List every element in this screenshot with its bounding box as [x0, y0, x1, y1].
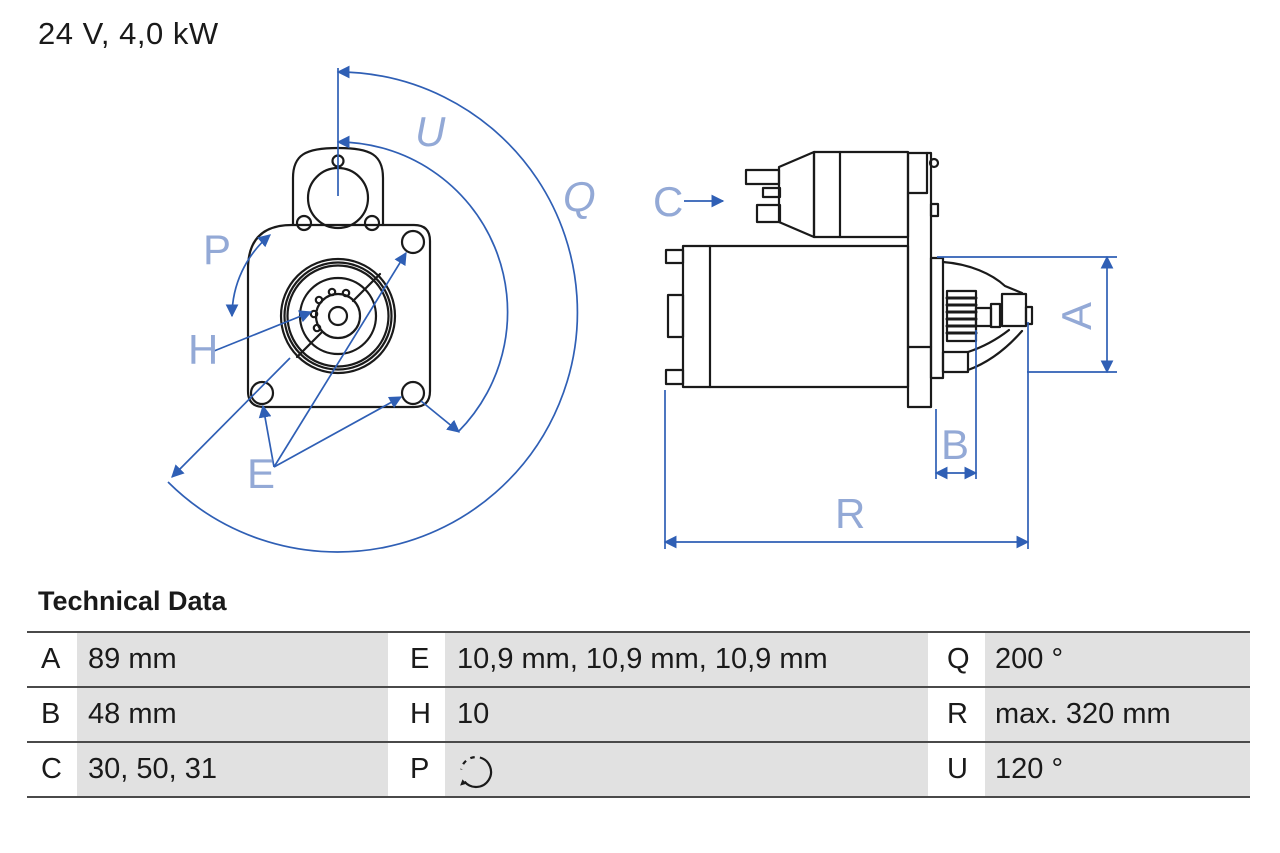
- side-view-drawing: [664, 150, 1034, 409]
- param-value: max. 320 mm: [985, 688, 1250, 741]
- body-tab-bottom: [664, 368, 685, 386]
- pinion-gear: [945, 289, 978, 343]
- rotation-arrow-P: [225, 234, 271, 318]
- front-view-drawing: [246, 146, 432, 409]
- flange-hole-top-right: [400, 229, 426, 255]
- label-A: A: [1053, 302, 1100, 330]
- solenoid-cap: [777, 150, 816, 239]
- param-value: 120 °: [985, 743, 1250, 796]
- table-row: B 48 mm H 10 R max. 320 mm: [27, 688, 1250, 743]
- shaft-hole: [327, 305, 349, 327]
- label-Q: Q: [563, 173, 596, 220]
- tab-left-hole: [295, 214, 313, 232]
- leader-E-2: [273, 251, 407, 468]
- label-B: B: [941, 421, 969, 468]
- arc-Q-radial: [171, 357, 291, 478]
- dimension-arc-Q: [167, 65, 579, 553]
- label-R: R: [835, 490, 865, 537]
- leader-E-3: [273, 396, 403, 468]
- table-row: A 89 mm E 10,9 mm, 10,9 mm, 10,9 mm Q 20…: [27, 633, 1250, 688]
- body-block-left: [666, 293, 685, 339]
- param-key: H: [388, 688, 445, 741]
- param-value: 10,9 mm, 10,9 mm, 10,9 mm: [445, 633, 928, 686]
- solenoid-body: [812, 150, 910, 239]
- section-heading: Technical Data: [38, 586, 227, 616]
- leader-H: [213, 310, 313, 352]
- leader-E-1: [258, 404, 275, 468]
- param-key: Q: [928, 633, 985, 686]
- motor-body: [681, 244, 910, 389]
- param-key: U: [928, 743, 985, 796]
- drive-bearing-block: [1000, 292, 1028, 328]
- starter-motor-diagram: U Q P H E C A B R: [167, 65, 1117, 553]
- flange-hole-bottom-right: [400, 380, 426, 406]
- param-value: 89 mm: [77, 633, 388, 686]
- technical-data-table: A 89 mm E 10,9 mm, 10,9 mm, 10,9 mm Q 20…: [27, 631, 1250, 798]
- label-E: E: [247, 450, 275, 497]
- label-P: P: [203, 226, 231, 273]
- param-value: 30, 50, 31: [77, 743, 388, 796]
- terminal-stud-1: [744, 168, 781, 186]
- label-U: U: [415, 108, 446, 155]
- dimension-labels: U Q P H E C A B R: [188, 108, 1100, 537]
- body-tab-top: [664, 248, 685, 265]
- param-value: 200 °: [985, 633, 1250, 686]
- side-view-dimensions: [663, 194, 1117, 549]
- flange-hole-bottom-left: [249, 380, 275, 406]
- rotation-direction-icon: [445, 743, 928, 796]
- param-key: R: [928, 688, 985, 741]
- param-value: 10: [445, 688, 928, 741]
- page-title: 24 V, 4,0 kW: [38, 16, 219, 51]
- flange-outline: [246, 223, 432, 409]
- param-key: C: [27, 743, 77, 796]
- param-key: B: [27, 688, 77, 741]
- front-view-dimensions: [167, 65, 579, 553]
- arc-U-radial: [420, 400, 460, 433]
- param-key: E: [388, 633, 445, 686]
- label-C: C: [653, 178, 683, 225]
- label-H: H: [188, 326, 218, 373]
- tab-right-hole: [363, 214, 381, 232]
- terminal-stud-3: [755, 203, 782, 224]
- dimension-arc-U: [336, 135, 509, 433]
- table-row: C 30, 50, 31 P U 120 °: [27, 743, 1250, 798]
- param-key: P: [388, 743, 445, 796]
- terminal-stud-2: [761, 186, 782, 199]
- param-value: 48 mm: [77, 688, 388, 741]
- param-key: A: [27, 633, 77, 686]
